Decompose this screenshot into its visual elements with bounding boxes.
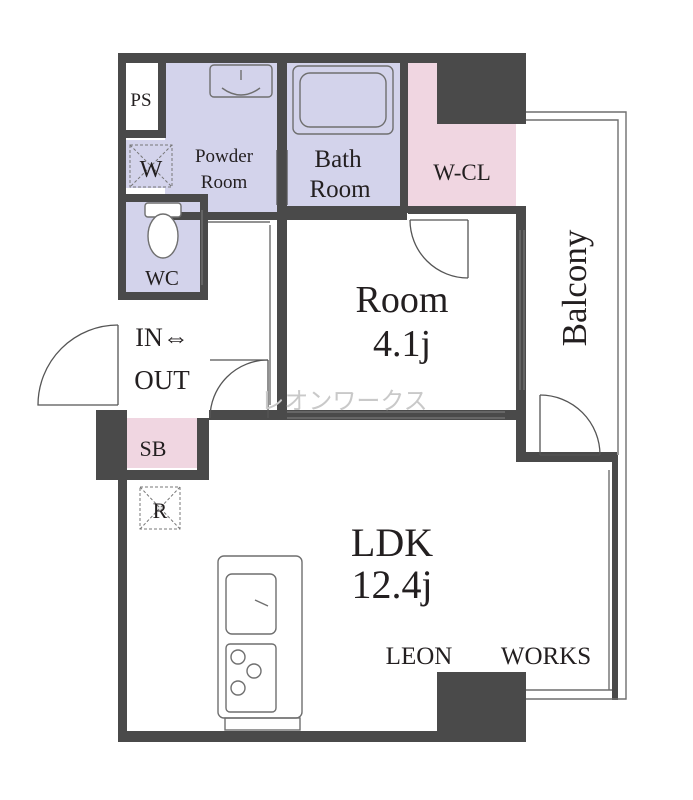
sb-label: SB	[140, 436, 167, 461]
wc-label: WC	[145, 266, 179, 290]
room-label: Room	[356, 279, 449, 321]
kitchen-counter	[217, 555, 303, 731]
wcl-label: W-CL	[433, 160, 491, 185]
w-label: W	[140, 157, 163, 183]
powder-room-label-2: Room	[201, 172, 248, 193]
bath-room-fill	[287, 63, 400, 216]
toilet-icon	[144, 202, 182, 259]
kitchen-sink-icon	[254, 599, 269, 607]
balcony-label: Balcony	[555, 229, 594, 346]
in-out-label-1: IN⇔	[135, 323, 188, 352]
ps-box	[126, 63, 158, 130]
company-label-left: LEON	[386, 643, 453, 670]
wcl-fill	[408, 63, 516, 213]
window-lines	[201, 210, 610, 690]
bath-room-label-1: Bath	[314, 146, 362, 173]
stove-burner-icon	[230, 649, 262, 696]
walls	[96, 53, 618, 742]
bathtub-icon	[292, 65, 394, 135]
powder-room-label-1: Powder	[195, 146, 254, 167]
company-label-right: WORKS	[501, 643, 591, 670]
ps-label: PS	[130, 90, 151, 111]
ldk-size-label: 12.4j	[351, 562, 432, 607]
balcony-outline	[526, 111, 627, 700]
bath-room-label-2: Room	[309, 176, 371, 203]
in-out-label-2: OUT	[134, 365, 190, 395]
w-fill	[125, 140, 165, 188]
watermark: レオンワークス	[260, 387, 427, 415]
r-label: R	[153, 498, 168, 523]
room-size-label: 4.1j	[373, 323, 431, 365]
washbasin-icon	[209, 64, 273, 98]
dashed-boxes	[129, 144, 181, 530]
ldk-label: LDK	[351, 520, 433, 565]
door-swing-icon	[37, 150, 601, 456]
powder-room-fill	[165, 63, 277, 216]
